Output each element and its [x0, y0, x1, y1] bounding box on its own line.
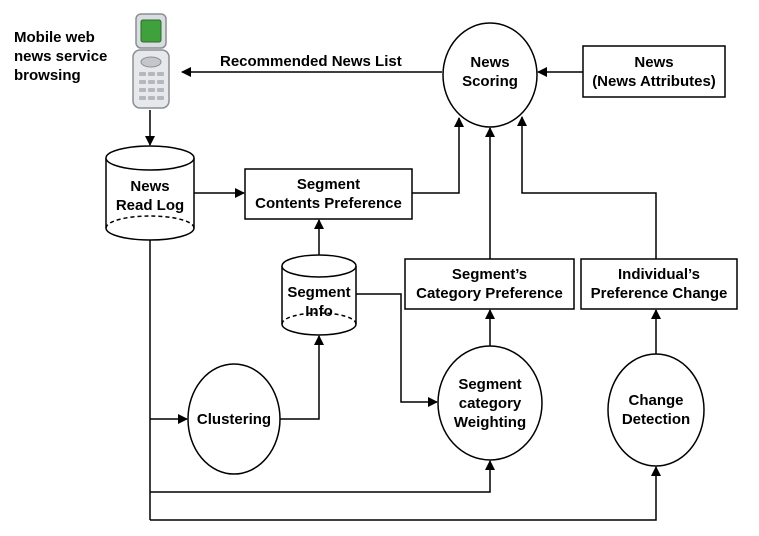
news-attributes-box: [582, 45, 726, 98]
segment-info-cylinder: [281, 254, 357, 336]
arrow-contents-to-scoring: [412, 117, 464, 194]
recommended-news-list-label: Recommended News List: [220, 53, 402, 70]
segment-category-preference-label: Segment’s Category Preference: [416, 266, 563, 302]
segment-contents-preference-box: [244, 168, 413, 220]
change-detection-label: Change Detection: [621, 392, 691, 428]
segment-info-label: Segment Info: [287, 284, 351, 320]
mobile-phone-icon: [132, 13, 170, 109]
news-attributes-label: News (News Attributes): [592, 54, 716, 90]
segment-category-weighting-label: Segment category Weighting: [453, 376, 527, 431]
title-label: Mobile web news service browsing: [14, 29, 108, 84]
clustering-label: Clustering: [196, 411, 272, 428]
arrow-clustering-to-info: [280, 335, 324, 420]
arrow-readlog-to-weighting: [150, 460, 495, 493]
news-scoring-label: News Scoring: [462, 54, 518, 90]
arrow-indiv-to-scoring: [517, 116, 657, 259]
arrow-info-to-weighting: [356, 293, 438, 407]
segment-category-preference-box: [404, 258, 575, 310]
individual-preference-change-label: Individual’s Preference Change: [590, 266, 728, 302]
arrow-readlog-to-change: [150, 466, 661, 521]
segment-contents-preference-label: Segment Contents Preference: [255, 176, 402, 212]
news-read-log-cylinder: [105, 145, 195, 241]
news-read-log-label: News Read Log: [115, 178, 185, 214]
